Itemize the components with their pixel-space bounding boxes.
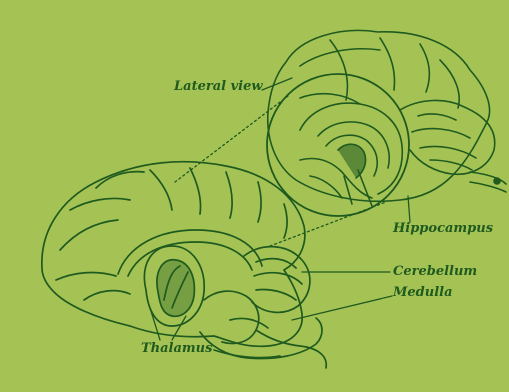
label-medulla: Medulla	[393, 286, 453, 299]
label-hippocampus: Hippocampus	[393, 222, 493, 235]
label-lateral-view: Lateral view	[174, 80, 263, 93]
hippocampus-inset	[300, 103, 402, 206]
label-thalamus: Thalamus	[141, 342, 212, 355]
medial-brain	[42, 162, 326, 368]
label-cerebellum: Cerebellum	[393, 265, 477, 278]
